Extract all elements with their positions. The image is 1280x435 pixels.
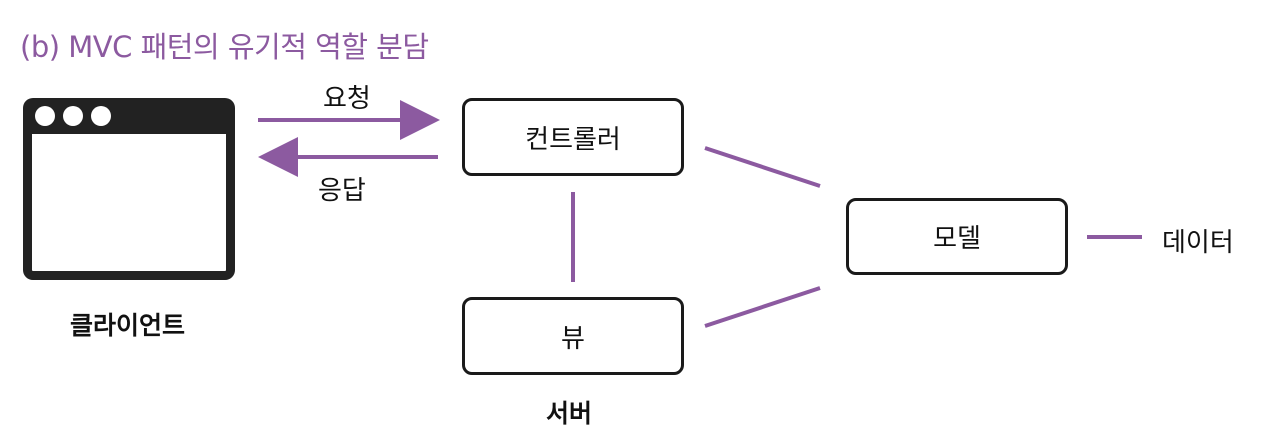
model-box: 모델	[846, 198, 1068, 275]
diagram-title: (b) MVC 패턴의 유기적 역할 분담	[20, 30, 429, 64]
server-label: 서버	[546, 399, 593, 428]
controller-label: 컨트롤러	[525, 124, 621, 155]
request-label: 요청	[323, 84, 371, 114]
view-box: 뷰	[462, 297, 684, 375]
view-model-line	[704, 286, 821, 328]
controller-box: 컨트롤러	[462, 98, 684, 176]
data-label: 데이터	[1162, 228, 1234, 258]
response-label: 응답	[318, 176, 366, 206]
client-label: 클라이언트	[70, 311, 186, 340]
view-label: 뷰	[561, 323, 585, 354]
controller-model-line	[704, 146, 821, 188]
browser-window-icon	[23, 98, 235, 280]
window-dot-2	[63, 106, 83, 126]
window-dot-1	[35, 106, 55, 126]
window-dot-3	[91, 106, 111, 126]
model-label: 모델	[933, 224, 981, 254]
